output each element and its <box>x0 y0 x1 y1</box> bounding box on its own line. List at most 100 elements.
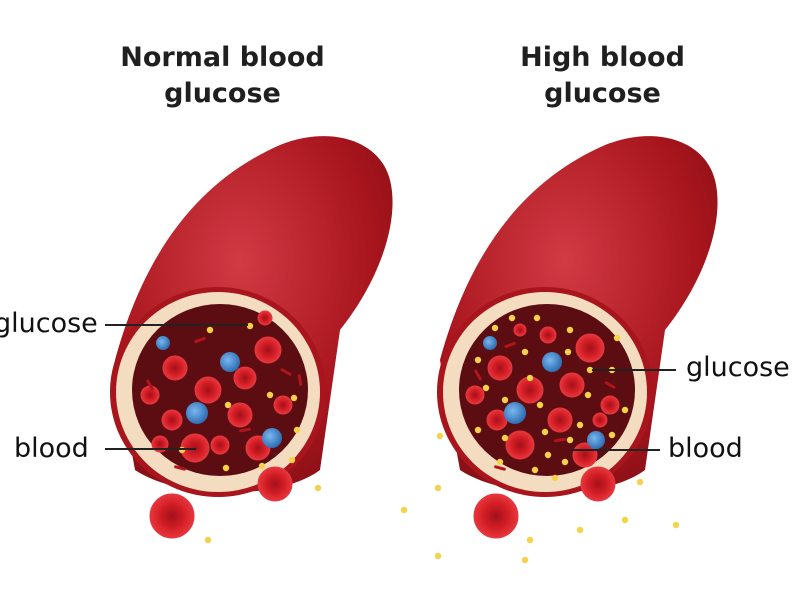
red-blood-cell <box>559 372 585 398</box>
normal-lumen-cells <box>140 310 303 472</box>
glucose-particle <box>474 426 482 434</box>
white-blood-cell <box>156 336 170 350</box>
red-blood-cell <box>194 376 222 404</box>
high-title-line1: High blood <box>520 42 685 73</box>
glucose-particle <box>206 326 214 334</box>
glucose-particle <box>288 456 296 464</box>
glucose-particle <box>482 384 490 392</box>
glucose-particle <box>564 348 572 356</box>
glucose-particle <box>501 434 509 442</box>
spilled-cells <box>149 432 680 564</box>
high-lumen-cells <box>465 314 629 474</box>
glucose-particle <box>576 526 584 534</box>
red-blood-cell <box>227 402 253 428</box>
glucose-particle <box>496 458 504 466</box>
white-blood-cell <box>186 402 208 424</box>
high-panel-title: High blood glucose <box>470 40 735 112</box>
platelet <box>554 437 566 443</box>
glucose-particle <box>246 322 254 330</box>
glucose-particle <box>222 464 230 472</box>
red-blood-cell <box>257 466 293 502</box>
white-blood-cell <box>504 402 526 424</box>
glucose-particle <box>290 394 298 402</box>
red-blood-cell <box>149 493 195 539</box>
glucose-particle <box>501 396 509 404</box>
glucose-particle <box>584 391 592 399</box>
glucose-particle <box>613 334 621 342</box>
red-blood-cell <box>592 412 608 428</box>
normal-title-line2: glucose <box>164 78 281 109</box>
glucose-particle <box>672 521 680 529</box>
glucose-particle <box>608 431 616 439</box>
glucose-particle <box>314 484 322 492</box>
glucose-particle <box>491 324 499 332</box>
platelet <box>239 427 251 433</box>
red-blood-cell <box>233 366 257 390</box>
white-blood-cell <box>262 428 282 448</box>
glucose-particle <box>526 374 534 382</box>
red-blood-cell <box>257 310 273 326</box>
glucose-particle <box>621 406 629 414</box>
white-blood-cell <box>587 431 605 449</box>
glucose-particle <box>474 356 482 364</box>
glucose-particle <box>434 552 442 560</box>
glucose-particle <box>400 506 408 514</box>
platelet <box>194 336 206 344</box>
red-blood-cell <box>473 493 519 539</box>
high-title-line2: glucose <box>544 78 661 109</box>
red-blood-cell <box>539 326 557 344</box>
glucose-particle <box>526 536 534 544</box>
glucose-particle <box>266 391 274 399</box>
red-blood-cell <box>254 336 282 364</box>
normal-glucose-label: glucose <box>0 308 98 339</box>
glucose-particle <box>521 348 529 356</box>
platelet <box>174 465 186 471</box>
red-blood-cell <box>273 395 293 415</box>
red-blood-cell <box>465 385 485 405</box>
platelet <box>297 374 303 386</box>
glucose-particle <box>436 432 444 440</box>
high-blood-label: blood <box>668 433 743 464</box>
glucose-particle <box>636 478 644 486</box>
red-blood-cell <box>162 355 188 381</box>
glucose-particle <box>204 536 212 544</box>
glucose-particle <box>258 462 266 470</box>
red-blood-cell <box>161 409 183 431</box>
high-glucose-label: glucose <box>686 352 790 383</box>
glucose-particle <box>541 428 549 436</box>
normal-title-line1: Normal blood <box>120 42 325 73</box>
glucose-particle <box>586 366 594 374</box>
glucose-particle <box>293 426 301 434</box>
glucose-particle <box>551 474 559 482</box>
red-blood-cell <box>580 466 616 502</box>
platelet <box>494 465 506 471</box>
red-blood-cell <box>505 430 535 460</box>
glucose-particle <box>521 556 529 564</box>
glucose-particle <box>531 466 539 474</box>
platelet <box>146 379 154 391</box>
red-blood-cell <box>140 385 160 405</box>
white-blood-cell <box>483 336 497 350</box>
red-blood-cell <box>513 323 527 337</box>
glucose-particle <box>434 484 442 492</box>
platelet <box>504 341 516 349</box>
red-blood-cell <box>547 407 573 433</box>
platelet <box>474 369 482 381</box>
red-blood-cell <box>487 355 513 381</box>
white-blood-cell <box>542 352 562 372</box>
white-blood-cell <box>220 352 240 372</box>
red-blood-cell <box>210 435 230 455</box>
glucose-particle <box>544 451 552 459</box>
glucose-particle <box>576 421 584 429</box>
glucose-particle <box>536 401 544 409</box>
platelet <box>280 368 292 376</box>
red-blood-cell <box>600 395 620 415</box>
glucose-particle <box>224 401 232 409</box>
normal-panel-title: Normal blood glucose <box>90 40 355 112</box>
glucose-particle <box>533 314 541 322</box>
glucose-particle <box>508 314 516 322</box>
platelet <box>604 381 616 389</box>
red-blood-cell <box>575 333 605 363</box>
normal-blood-label: blood <box>14 433 89 464</box>
